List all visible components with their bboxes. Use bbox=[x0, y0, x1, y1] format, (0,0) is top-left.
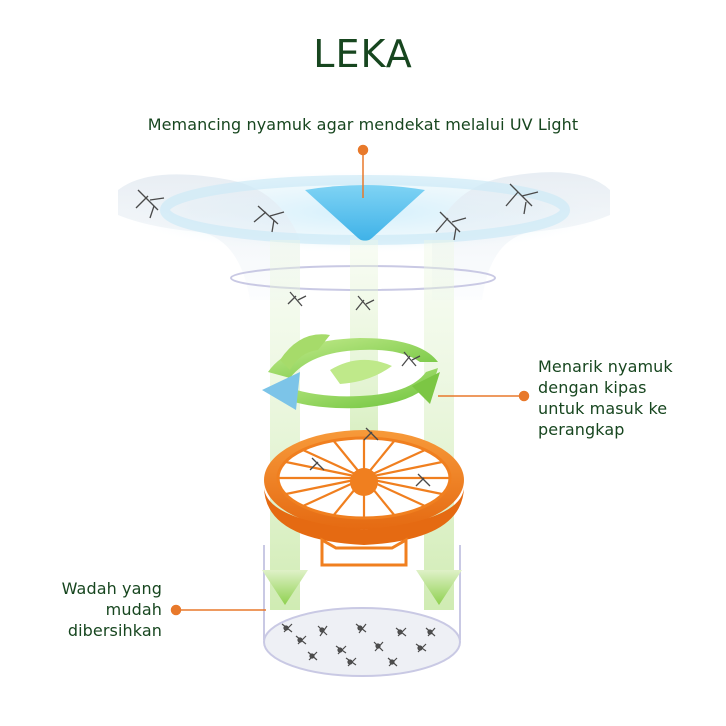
mosquito bbox=[355, 295, 375, 311]
mosquito bbox=[309, 457, 325, 471]
fan-arrow-right bbox=[412, 372, 440, 404]
uv-light-zone bbox=[115, 170, 615, 300]
mosquito bbox=[287, 291, 307, 307]
fan-rotation bbox=[262, 334, 440, 410]
tray-base-skirt bbox=[264, 486, 464, 545]
tray-hub bbox=[350, 468, 378, 496]
catch-container bbox=[263, 607, 461, 677]
callout-fan: Menarik nyamuk dengan kipas untuk masuk … bbox=[538, 356, 718, 440]
brand-logo: LEKA bbox=[313, 32, 413, 76]
mosquito bbox=[253, 205, 285, 233]
callout-leaders bbox=[170, 144, 530, 616]
mosquito bbox=[435, 211, 467, 241]
callout-uv-light: Memancing nyamuk agar mendekat melalui U… bbox=[147, 115, 579, 134]
fan-swirl-back bbox=[280, 334, 330, 370]
stream-right bbox=[424, 240, 454, 610]
stream-right-arrowhead bbox=[416, 570, 462, 605]
collection-tray bbox=[264, 430, 464, 567]
callout-container-line: dibersihkan bbox=[67, 621, 162, 640]
callout-fan-line: perangkap bbox=[538, 420, 625, 439]
tray-clip bbox=[320, 537, 408, 567]
mosquito bbox=[363, 427, 379, 441]
callout-fan-line: untuk masuk ke bbox=[538, 399, 668, 418]
uv-light-cone bbox=[305, 185, 425, 241]
mosquito bbox=[401, 351, 421, 367]
fan-arrow-left bbox=[262, 372, 300, 410]
mosquito bbox=[135, 189, 165, 219]
callout-container: Wadah yang mudah dibersihkan bbox=[20, 578, 162, 641]
caught-mosquitoes bbox=[281, 623, 436, 667]
callout-container-line: mudah bbox=[105, 600, 162, 619]
leader-container-dot bbox=[170, 604, 182, 616]
callout-container-line: Wadah yang bbox=[61, 579, 162, 598]
leader-fan-dot bbox=[518, 390, 530, 402]
mosquito bbox=[415, 473, 431, 487]
stream-left-arrowhead bbox=[262, 570, 308, 605]
leader-uv-dot bbox=[357, 144, 369, 156]
container-base bbox=[263, 607, 461, 677]
fan-swirl-bottom bbox=[270, 368, 438, 409]
mosquito bbox=[505, 183, 539, 215]
callout-fan-line: Menarik nyamuk bbox=[538, 357, 673, 376]
stream-left bbox=[270, 240, 300, 610]
fan-blade-center bbox=[330, 359, 392, 384]
callout-fan-line: dengan kipas bbox=[538, 378, 647, 397]
flying-mosquitoes bbox=[135, 183, 539, 487]
